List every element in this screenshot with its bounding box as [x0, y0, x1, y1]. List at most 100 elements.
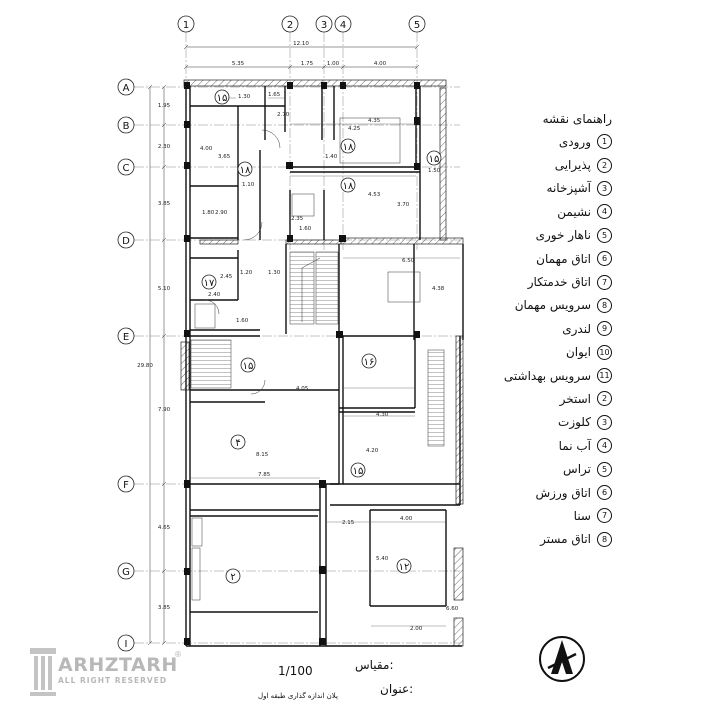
dim-2-90: 2.90 — [215, 210, 228, 216]
dim-top-seg-2: 1.75 — [301, 61, 314, 67]
dim-overall-width: 12.10 — [293, 41, 309, 47]
room-label-17: ۱۷ — [204, 278, 215, 289]
dim-1-10: 1.10 — [242, 182, 255, 188]
dim-2-35: 2.35 — [291, 216, 304, 222]
arhztarh-logo: ARHZTARH ® ALL RIGHT RESERVED — [28, 640, 188, 700]
room-label-15-low: ۱۵ — [353, 466, 364, 477]
scale-value: 1/100 — [278, 664, 313, 678]
grid-column-label-3: 3 — [321, 20, 327, 31]
dim-1-20: 1.20 — [240, 270, 253, 276]
legend-item: 6 اتاق ورزش — [470, 481, 612, 504]
legend-item-number: 9 — [597, 321, 612, 337]
legend-item-label: سرویس بهداشتی — [503, 368, 591, 383]
dim-left-seg-7: 3.85 — [158, 605, 171, 611]
dim-4-25: 4.25 — [348, 126, 361, 132]
dim-4-35: 4.35 — [368, 118, 381, 124]
legend-item-number: 2 — [597, 157, 612, 173]
north-arrow-icon — [539, 636, 585, 682]
legend-item-label: اتاق مهمان — [536, 251, 591, 266]
legend-item-number: 11 — [597, 368, 612, 384]
legend-item: 9 لندری — [470, 317, 612, 340]
legend-item-label: ایوان — [565, 345, 591, 360]
grid-column-label-1: 1 — [183, 20, 189, 31]
grid-row-label-b: B — [123, 121, 130, 132]
legend-item-number: 6 — [597, 485, 612, 501]
legend-item: 4 نشیمن — [470, 200, 612, 223]
legend-item-number: 7 — [597, 274, 612, 290]
room-label-15-right: ۱۵ — [429, 154, 440, 165]
dim-2-00: 2.00 — [410, 626, 423, 632]
dim-1-30: 1.30 — [238, 94, 251, 100]
dim-2-15: 2.15 — [342, 520, 355, 526]
legend-item-number: 5 — [597, 227, 612, 243]
dim-left-seg-1: 1.95 — [158, 103, 171, 109]
legend-item: 11 سرویس بهداشتی — [470, 364, 612, 387]
dim-top-seg-3: 1.00 — [327, 61, 340, 67]
legend-item-label: اتاق مستر — [540, 532, 591, 547]
dim-left-seg-5: 7.90 — [158, 407, 171, 413]
left-dimension-lines — [147, 84, 167, 646]
dim-2-45: 2.45 — [220, 274, 233, 280]
grid-row-label-i: I — [125, 639, 128, 650]
dim-top-seg-1: 5.35 — [232, 61, 245, 67]
title-value: پلان اندازه گذاری طبقه اول — [258, 692, 338, 700]
dim-4-20: 4.20 — [366, 448, 379, 454]
dim-2-40: 2.40 — [208, 292, 221, 298]
dim-4-53: 4.53 — [368, 192, 381, 198]
grid-row-label-f: F — [123, 480, 129, 491]
room-label-15-mid: ۱۵ — [243, 361, 254, 372]
room-number-circles — [201, 89, 442, 584]
dim-4-00b: 4.00 — [400, 516, 413, 522]
dim-4-00a: 4.00 — [200, 146, 213, 152]
grid-row-label-d: D — [122, 236, 130, 247]
legend-item-number: 6 — [597, 251, 612, 267]
fixtures — [191, 117, 421, 601]
legend-item-label: پذیرایی — [554, 158, 591, 173]
dim-4-30: 4.30 — [376, 412, 389, 418]
logo-brand: ARHZTARH — [58, 654, 178, 676]
legend-item-number: 4 — [597, 204, 612, 220]
main-staircase — [289, 251, 339, 325]
legend-item: 2 پذیرایی — [470, 153, 612, 176]
legend-item-label: ناهار خوری — [535, 228, 591, 243]
dim-6-60: 6.60 — [446, 606, 459, 612]
legend-item-number: 5 — [597, 461, 612, 477]
room-label-4: ۴ — [235, 438, 240, 449]
legend-item-number: 8 — [597, 531, 612, 547]
grid-row-label-g: G — [122, 567, 130, 578]
legend-item-number: 3 — [597, 180, 612, 196]
legend-item: 8 اتاق مستر — [470, 528, 612, 551]
structural-columns — [184, 82, 420, 645]
dim-1-60a: 1.60 — [299, 226, 312, 232]
dim-3-65: 3.65 — [218, 154, 231, 160]
room-label-2: ۲ — [230, 572, 235, 583]
dim-3-70: 3.70 — [397, 202, 410, 208]
dim-left-seg-2: 2.30 — [158, 144, 171, 150]
legend-item-number: 3 — [597, 414, 612, 430]
logo-tagline: ALL RIGHT RESERVED — [58, 676, 168, 685]
dim-8-15: 8.15 — [256, 452, 269, 458]
dim-4-38: 4.38 — [432, 286, 445, 292]
walls — [185, 86, 464, 647]
legend-item: 6 اتاق مهمان — [470, 247, 612, 270]
legend-item-label: استخر — [559, 391, 591, 406]
dim-6-50: 6.50 — [402, 258, 415, 264]
dim-1-40: 1.40 — [325, 154, 338, 160]
legend-item-label: لندری — [562, 321, 591, 336]
legend-item: 2 استخر — [470, 387, 612, 410]
grid-row-bubbles — [117, 78, 135, 652]
dim-overall-depth: 29.80 — [137, 363, 153, 369]
legend-item-label: نشیمن — [557, 204, 591, 219]
legend-item-label: سنا — [573, 508, 591, 523]
legend-item-number: 10 — [597, 344, 612, 360]
grid-column-label-5: 5 — [414, 20, 420, 31]
grid-column-bubbles — [177, 15, 426, 33]
legend-item-label: کلوزت — [558, 415, 591, 430]
legend-item-label: اتاق ورزش — [535, 485, 592, 500]
dim-1-30b: 1.30 — [268, 270, 281, 276]
legend-item-number: 2 — [597, 391, 612, 407]
